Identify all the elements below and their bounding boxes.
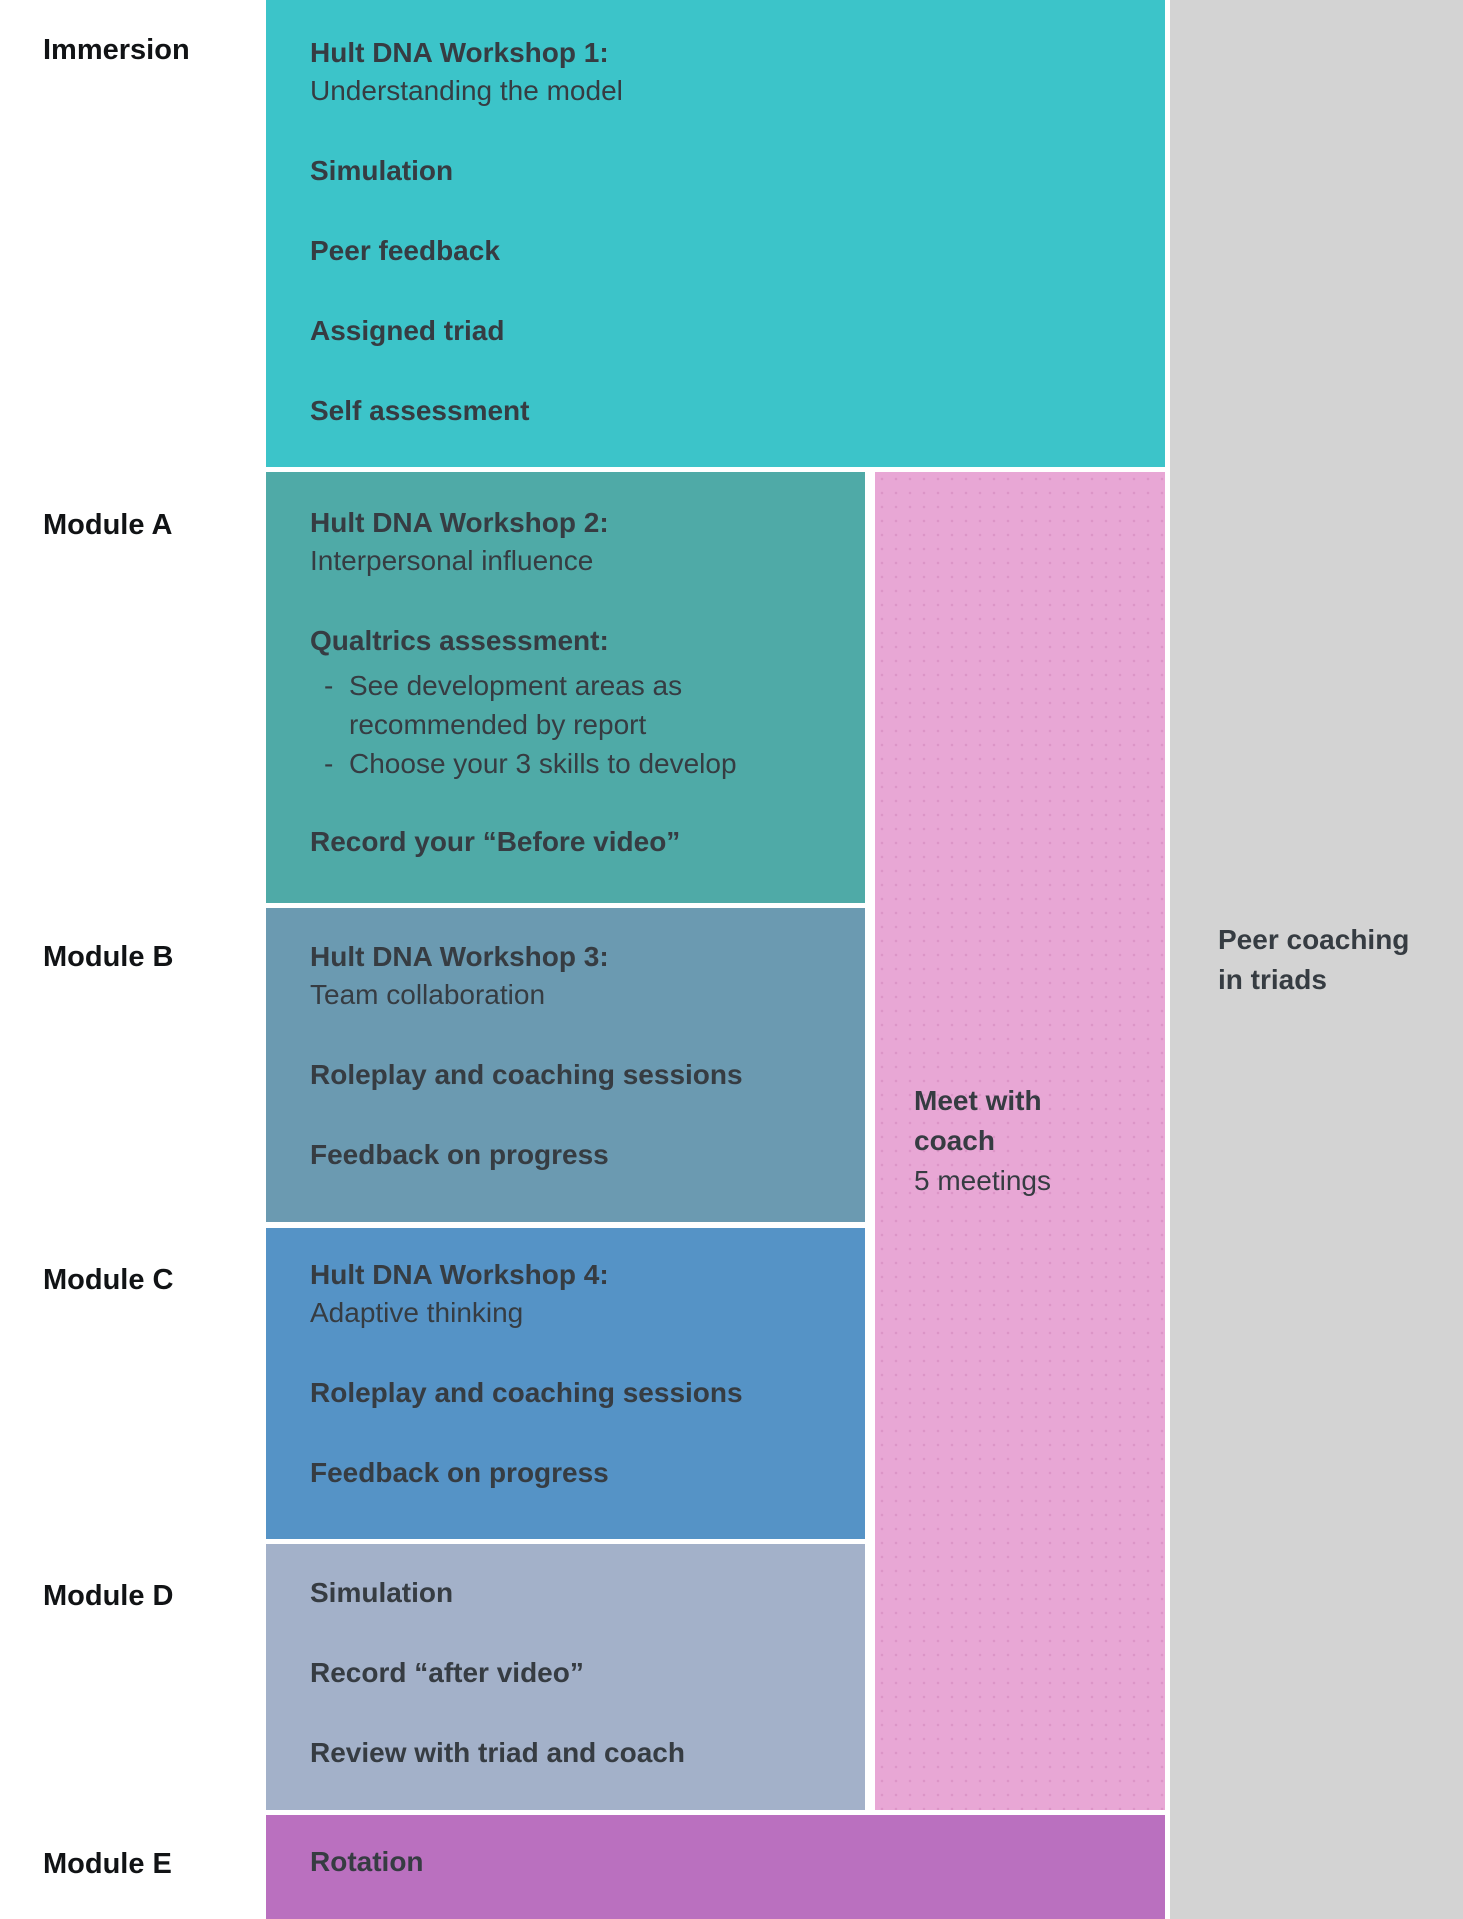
- rail-label-module-a: Module A: [43, 509, 173, 541]
- meet-with-coach-count: 5 meetings: [914, 1165, 1051, 1196]
- bullet-dash-icon: -: [324, 670, 334, 701]
- rail-label-module-d: Module D: [43, 1580, 174, 1612]
- rail-label-module-c: Module C: [43, 1264, 174, 1296]
- module-c-item-feedback: Feedback on progress: [310, 1457, 609, 1488]
- workshop2-title: Hult DNA Workshop 2:: [310, 507, 609, 538]
- module-d-block: Simulation Record “after video” Review w…: [266, 1544, 865, 1810]
- qualtrics-bullet-list: - See development areas as recommended b…: [310, 666, 841, 783]
- module-d-item-review: Review with triad and coach: [310, 1737, 685, 1768]
- rotation-title: Rotation: [310, 1846, 424, 1877]
- workshop4-title: Hult DNA Workshop 4:: [310, 1259, 609, 1290]
- peer-coaching-column: Peer coaching in triads: [1170, 0, 1463, 1919]
- module-d-item-simulation: Simulation: [310, 1577, 454, 1608]
- immersion-item-peer-feedback: Peer feedback: [310, 235, 500, 266]
- module-b-item-roleplay: Roleplay and coaching sessions: [310, 1059, 743, 1090]
- bullet-text: Choose your 3 skills to develop: [349, 748, 737, 779]
- workshop4-subtitle: Adaptive thinking: [310, 1297, 524, 1328]
- bullet-choose-skills: - Choose your 3 skills to develop: [310, 744, 841, 783]
- bullet-text: See development areas as recommended by …: [349, 670, 683, 740]
- workshop1-subtitle: Understanding the model: [310, 75, 623, 106]
- immersion-workshop1-block: Hult DNA Workshop 1: Understanding the m…: [266, 0, 1165, 467]
- meet-with-coach-column: Meet with coach 5 meetings: [875, 472, 1165, 1810]
- module-a-workshop2-block: Hult DNA Workshop 2: Interpersonal influ…: [266, 472, 865, 903]
- rail-label-module-e: Module E: [43, 1848, 172, 1880]
- rail-label-immersion: Immersion: [43, 34, 190, 66]
- immersion-item-self-assessment: Self assessment: [310, 395, 530, 426]
- bullet-development-areas: - See development areas as recommended b…: [310, 666, 841, 744]
- immersion-item-simulation: Simulation: [310, 155, 454, 186]
- workshop3-title: Hult DNA Workshop 3:: [310, 941, 609, 972]
- meet-with-coach-title: Meet with coach: [914, 1085, 1042, 1156]
- record-before-video: Record your “Before video”: [310, 826, 681, 857]
- module-d-item-after-video: Record “after video”: [310, 1657, 584, 1688]
- immersion-item-assigned-triad: Assigned triad: [310, 315, 505, 346]
- module-b-item-feedback: Feedback on progress: [310, 1139, 609, 1170]
- qualtrics-assessment-heading: Qualtrics assessment:: [310, 625, 609, 656]
- workshop3-subtitle: Team collaboration: [310, 979, 546, 1010]
- module-c-workshop4-block: Hult DNA Workshop 4: Adaptive thinking R…: [266, 1228, 865, 1539]
- module-b-workshop3-block: Hult DNA Workshop 3: Team collaboration …: [266, 908, 865, 1222]
- workshop2-subtitle: Interpersonal influence: [310, 545, 594, 576]
- module-e-rotation-block: Rotation: [266, 1815, 1165, 1919]
- rail-label-module-b: Module B: [43, 941, 174, 973]
- workshop1-title: Hult DNA Workshop 1:: [310, 37, 609, 68]
- bullet-dash-icon: -: [324, 748, 334, 779]
- module-c-item-roleplay: Roleplay and coaching sessions: [310, 1377, 743, 1408]
- peer-coaching-title: Peer coaching in triads: [1218, 923, 1410, 995]
